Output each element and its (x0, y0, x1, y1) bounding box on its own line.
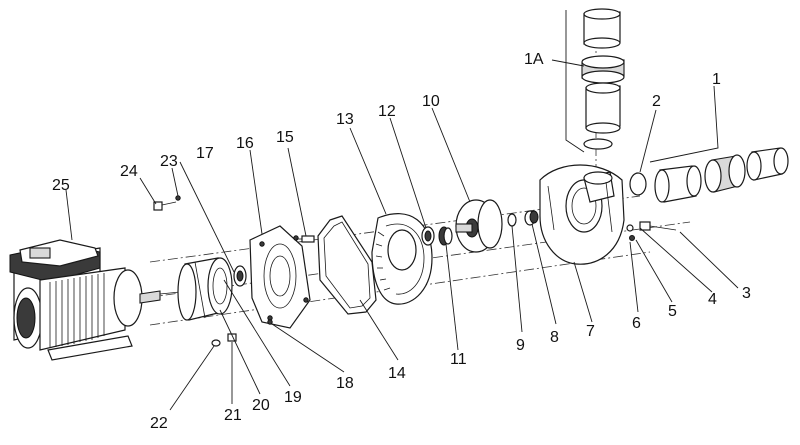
part-bracket (177, 257, 233, 321)
callout-1a: 1A (524, 51, 544, 68)
callout-15: 15 (276, 129, 294, 146)
part-pump-housing (539, 164, 625, 265)
callout-14: 14 (388, 365, 406, 382)
callout-4: 4 (708, 291, 717, 308)
part-wear-ring (524, 210, 539, 226)
callout-16: 16 (236, 135, 254, 152)
callout-19: 19 (284, 389, 302, 406)
part-ring-12 (421, 226, 435, 246)
callout-22: 22 (150, 415, 168, 432)
callout-20: 20 (252, 397, 270, 414)
part-oring-9 (507, 213, 517, 227)
part-diffuser (371, 213, 433, 305)
callout-3: 3 (742, 285, 751, 302)
callout-5: 5 (668, 303, 677, 320)
callout-24: 24 (120, 163, 138, 180)
part-hardware-left (153, 195, 273, 347)
part-impeller (455, 199, 503, 253)
callout-9: 9 (516, 337, 525, 354)
callout-12: 12 (378, 103, 396, 120)
callout-11: 11 (450, 351, 467, 368)
part-seal-plate (249, 225, 311, 329)
part-seal (233, 265, 247, 287)
part-oring-2 (629, 172, 647, 196)
callout-7: 7 (586, 323, 595, 340)
callout-10: 10 (422, 93, 440, 110)
leader-lines (65, 10, 739, 411)
callout-23: 23 (160, 153, 178, 170)
callout-17: 17 (196, 145, 214, 162)
callout-13: 13 (336, 111, 354, 128)
callout-21: 21 (224, 407, 242, 424)
part-hardware-right (626, 221, 677, 241)
callout-25: 25 (52, 177, 70, 194)
callout-labels: 1 1A 2 3 4 5 6 7 8 9 10 11 12 13 14 15 1… (52, 51, 751, 432)
callout-1: 1 (712, 71, 721, 88)
part-mech-seal (438, 226, 453, 246)
callout-18: 18 (336, 375, 354, 392)
callout-6: 6 (632, 315, 641, 332)
part-union-assembly (654, 147, 789, 203)
callout-2: 2 (652, 93, 661, 110)
part-gasket (317, 215, 377, 315)
part-bolt-15 (296, 235, 315, 243)
part-inlet-assembly (581, 8, 625, 150)
callout-8: 8 (550, 329, 559, 346)
part-motor (9, 239, 181, 361)
